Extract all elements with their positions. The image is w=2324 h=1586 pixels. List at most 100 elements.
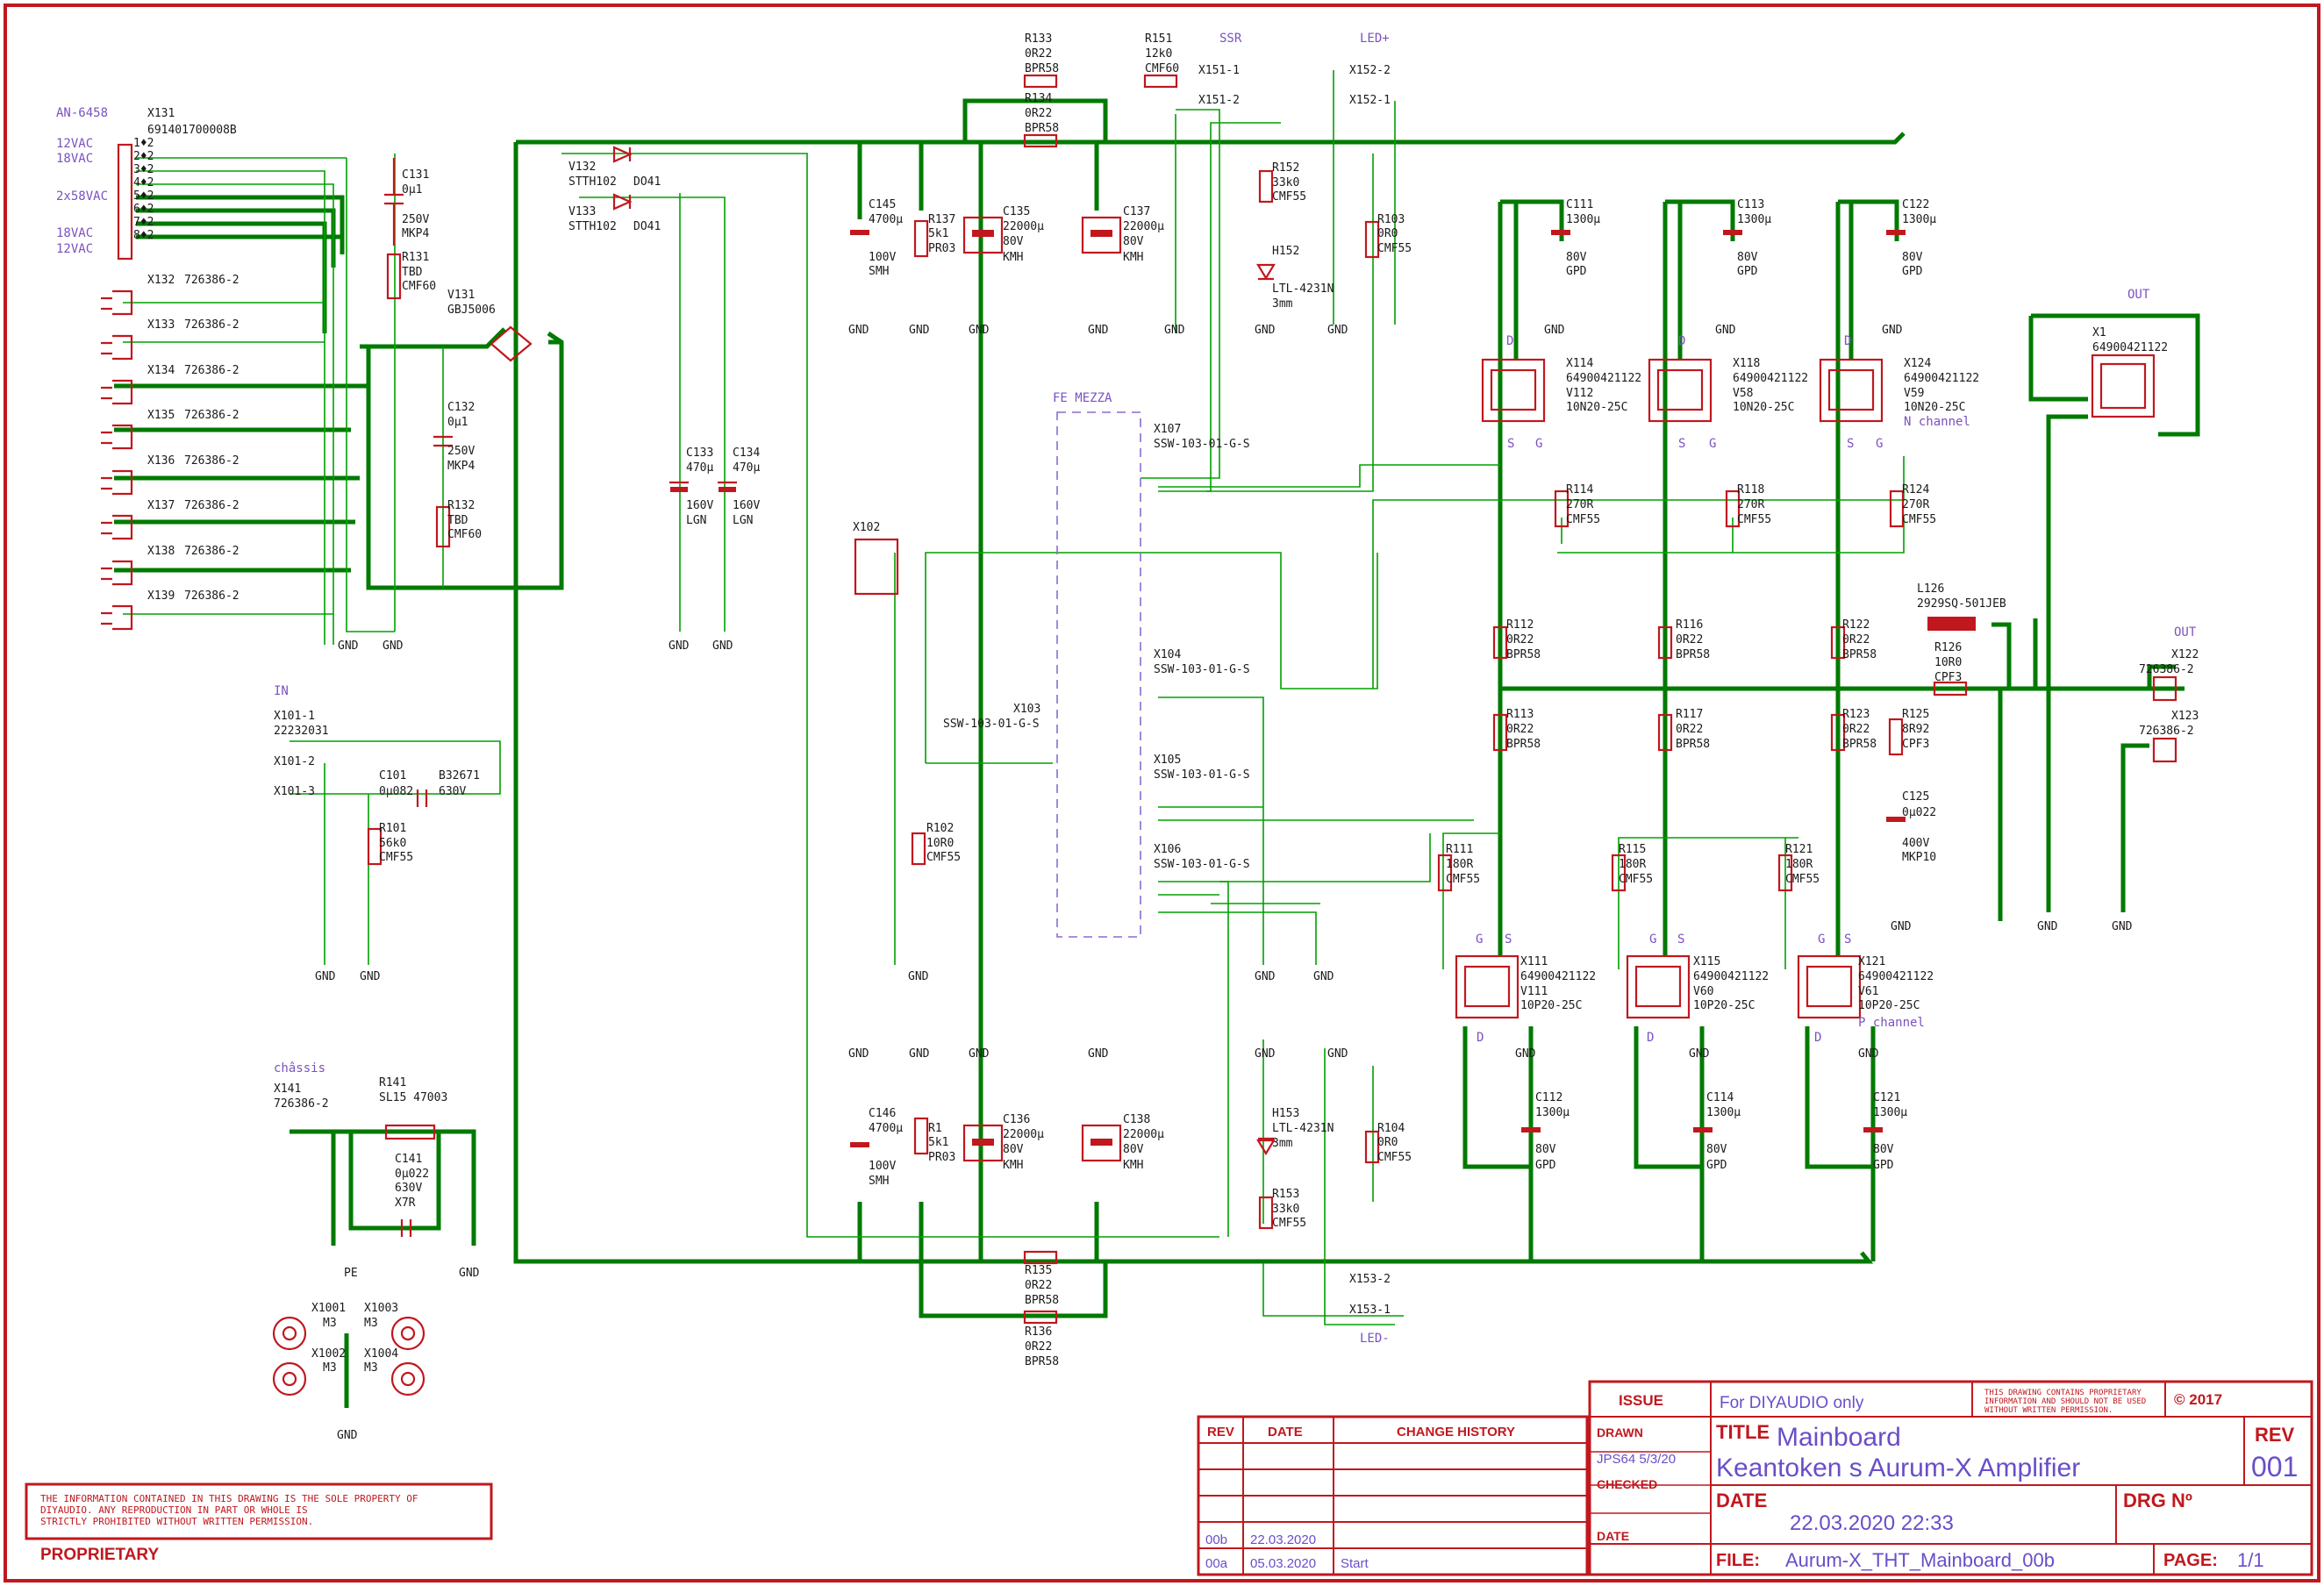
schematic-label: R125	[1902, 708, 1929, 721]
schematic-label: GND	[848, 1047, 869, 1061]
schematic-label: R113	[1506, 708, 1534, 721]
schematic-label: GND	[1515, 1047, 1536, 1061]
schematic-label: 0R0	[1377, 1136, 1398, 1149]
schematic-label: 10R0	[926, 837, 954, 850]
schematic-label: GND	[360, 970, 381, 983]
schematic-label: 726386-2	[184, 364, 240, 377]
schematic-label: X101-2	[274, 755, 315, 768]
x131-connector: X131 691401700008B 1♦2 2♦2 3♦2 4♦2 5♦2 6…	[56, 107, 237, 256]
schematic-label: GND	[1255, 1047, 1276, 1061]
schematic-label: R131	[402, 251, 429, 264]
schematic-label: 2929SQ-501JEB	[1917, 597, 2006, 611]
schematic-label: X122	[2171, 648, 2199, 661]
schematic-label: MKP4	[402, 227, 429, 240]
schematic-label: REV	[1207, 1425, 1234, 1440]
schematic-label: 1300µ	[1873, 1106, 1907, 1119]
schematic-label: BPR58	[1506, 738, 1541, 751]
schematic-label: X101-3	[274, 785, 315, 798]
schematic-label: 726386-2	[184, 589, 240, 603]
schematic-label: 726386-2	[274, 1097, 329, 1111]
schematic-label: CMF55	[1619, 873, 1653, 886]
schematic-label: D	[1506, 334, 1513, 348]
schematic-label: SL15 47003	[379, 1091, 447, 1104]
schematic-label: X153-1	[1349, 1304, 1391, 1317]
schematic-label: CMF55	[1377, 1151, 1412, 1164]
schematic-label: 18VAC	[56, 152, 93, 166]
schematic-label: LTL-4231N	[1272, 282, 1334, 296]
schematic-label: KMH	[1123, 251, 1143, 264]
schematic-label: R104	[1377, 1122, 1405, 1135]
schematic-label: R121	[1785, 843, 1813, 856]
schematic-label: 64900421122	[1858, 970, 1934, 983]
schematic-label: CMF55	[1566, 513, 1600, 526]
schematic-label: FILE:	[1716, 1551, 1760, 1570]
schematic-label: L126	[1917, 582, 1944, 596]
proprietary-box: THE INFORMATION CONTAINED IN THIS DRAWIN…	[25, 1482, 493, 1564]
schematic-label: BPR58	[1506, 648, 1541, 661]
schematic-label: X131	[147, 107, 175, 120]
schematic-label: X103	[1013, 703, 1040, 716]
schematic-label: 8R92	[1902, 723, 1929, 736]
schematic-label: GND	[848, 324, 869, 337]
schematic-label: R111	[1446, 843, 1473, 856]
schematic-label: R112	[1506, 618, 1534, 632]
schematic-label: GND	[669, 639, 690, 653]
title-block: ISSUE For DIYAUDIO only THIS DRAWING CON…	[1588, 1380, 2313, 1576]
schematic-label: GND	[383, 639, 404, 653]
schematic-label: S	[1677, 932, 1684, 947]
schematic-label: 56k0	[379, 837, 406, 850]
schematic-label: 64900421122	[1733, 372, 1808, 385]
schematic-label: 80V	[1873, 1143, 1894, 1156]
schematic-label: 0µ022	[1902, 806, 1936, 819]
schematic-label: 4♦2	[133, 176, 154, 189]
schematic-label: CMF60	[447, 528, 482, 541]
schematic-label: 0R22	[1025, 1340, 1052, 1354]
schematic-label: JPS64 5/3/20	[1597, 1452, 1676, 1467]
schematic-label: R141	[379, 1076, 406, 1089]
schematic-label: DRAWN	[1597, 1425, 1643, 1440]
schematic-label: 22000µ	[1123, 1128, 1164, 1141]
schematic-label: X124	[1904, 357, 1931, 370]
schematic-label: D	[1678, 334, 1685, 348]
schematic-label: GND	[1689, 1047, 1710, 1061]
schematic-label: X153-2	[1349, 1273, 1391, 1286]
schematic-label: CMF55	[1272, 190, 1306, 204]
schematic-label: 1300µ	[1706, 1106, 1741, 1119]
schematic-label: X1003	[364, 1302, 398, 1315]
schematic-label: 3mm	[1272, 297, 1293, 311]
schematic-label: 5k1	[928, 227, 948, 240]
schematic-label: GND	[909, 1047, 930, 1061]
schematic-label: R103	[1377, 213, 1405, 226]
schematic-label: CMF55	[1377, 242, 1412, 255]
schematic-label: V131	[447, 289, 475, 302]
schematic-label: C134	[733, 447, 760, 460]
schematic-label: 1300µ	[1902, 213, 1936, 226]
schematic-label: 726386-2	[2139, 663, 2194, 676]
schematic-label: C101	[379, 769, 406, 782]
schematic-label: Mainboard	[1777, 1423, 1901, 1452]
schematic-label: X1001	[311, 1302, 346, 1315]
schematic-label: 270R	[1737, 498, 1764, 511]
schematic-label: V58	[1733, 387, 1753, 400]
schematic-label: C141	[395, 1153, 422, 1166]
schematic-label: © 2017	[2174, 1391, 2222, 1408]
schematic-label: X151-1	[1198, 64, 1240, 77]
schematic-label: ISSUE	[1619, 1392, 1663, 1409]
schematic-label: 05.03.2020	[1250, 1556, 1316, 1571]
schematic-label: BPR58	[1842, 738, 1877, 751]
schematic-label: DO41	[633, 175, 661, 189]
schematic-label: PR03	[928, 1151, 955, 1164]
schematic-label: THIS DRAWING CONTAINS PROPRIETARY	[1984, 1389, 2142, 1397]
schematic-label: 12k0	[1145, 47, 1172, 61]
schematic-label: X152-1	[1349, 94, 1391, 107]
schematic-label: DIYAUDIO. ANY REPRODUCTION IN PART OR WH…	[40, 1504, 308, 1516]
schematic-label: V60	[1693, 985, 1713, 998]
schematic-label: R136	[1025, 1325, 1052, 1339]
drawing-frame	[4, 4, 2320, 1582]
schematic-label: 2x58VAC	[56, 189, 108, 204]
schematic-label: 1♦2	[133, 137, 154, 150]
schematic-label: LGN	[686, 514, 706, 527]
schematic-label: X102	[853, 521, 880, 534]
schematic-label: BPR58	[1025, 1355, 1059, 1368]
